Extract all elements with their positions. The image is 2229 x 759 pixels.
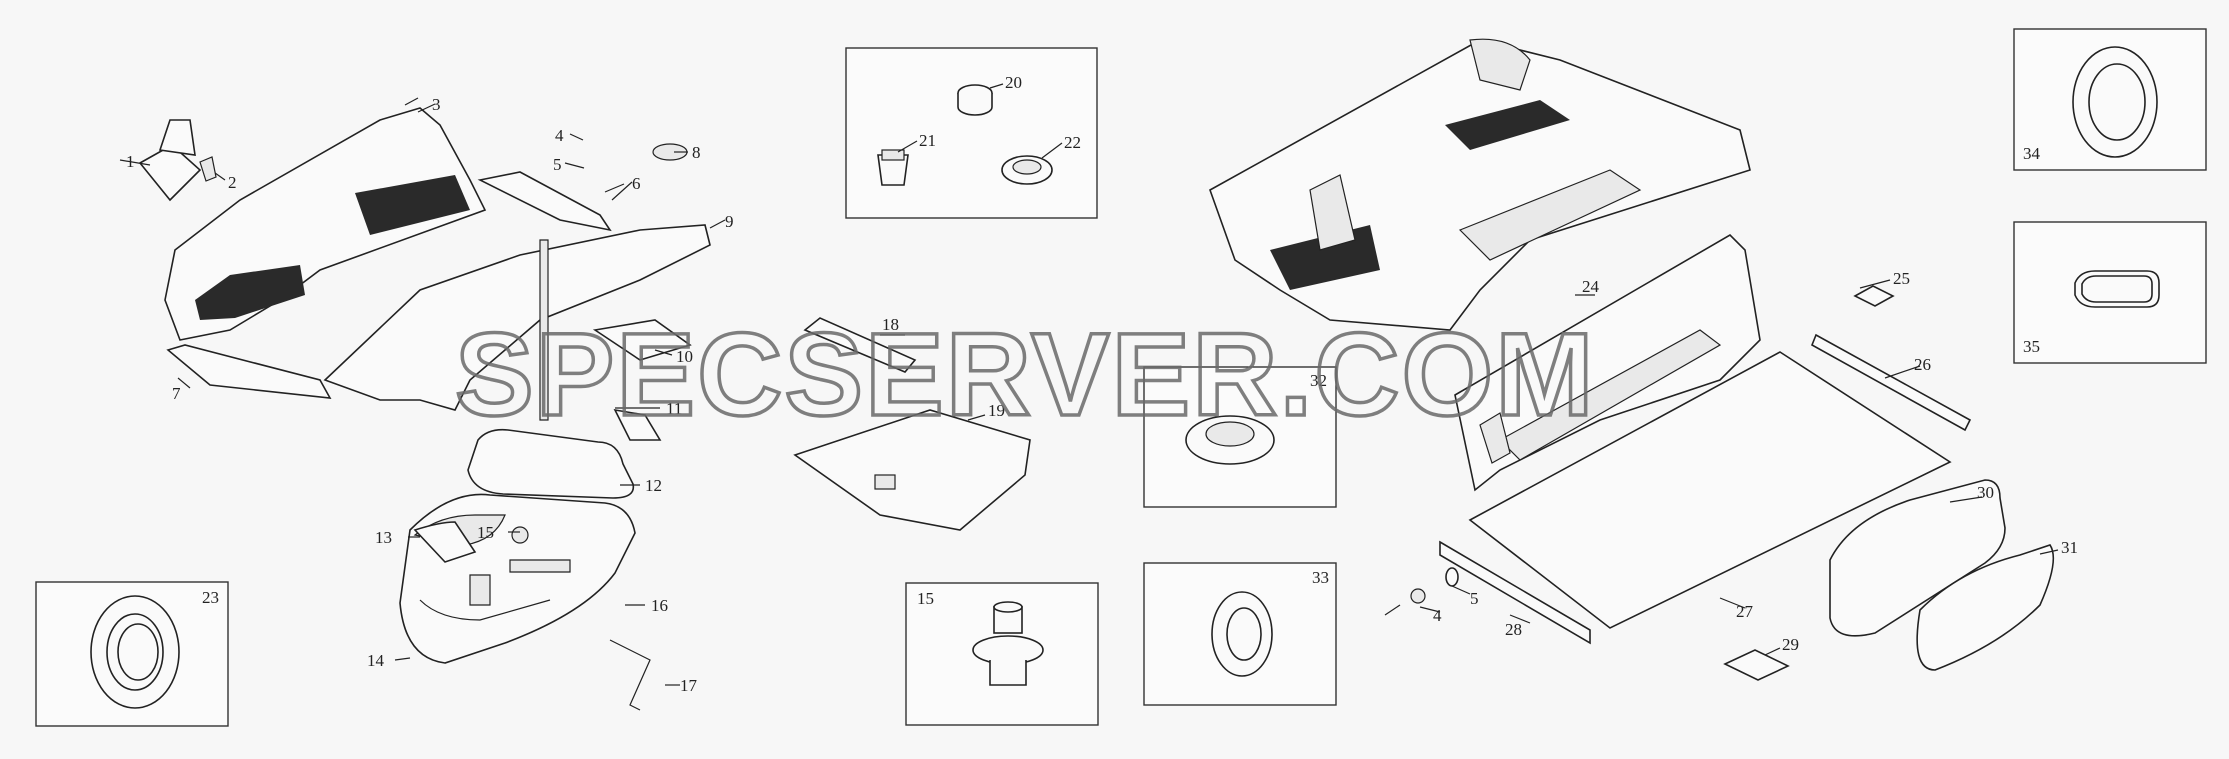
callout-22: 22 (1064, 133, 1081, 152)
callout-31: 31 (2061, 538, 2078, 557)
callout-6: 6 (632, 174, 641, 193)
callout-3: 3 (432, 95, 441, 114)
body-side-panel-24 (1454, 233, 1761, 492)
callout-34: 34 (2023, 144, 2041, 163)
pad-29 (1723, 649, 1790, 681)
callout-35: 35 (2023, 337, 2040, 356)
callout-16: 16 (651, 596, 668, 615)
callout-7: 7 (172, 384, 181, 403)
callout-15-detail: 15 (917, 589, 934, 608)
callout-12: 12 (645, 476, 662, 495)
callout-30: 30 (1977, 483, 1994, 502)
callout-24: 24 (1582, 277, 1600, 296)
callout-14: 14 (367, 651, 385, 670)
callout-15: 15 (477, 523, 494, 542)
callout-8: 8 (692, 143, 701, 162)
pad-25 (1853, 285, 1895, 307)
callout-21: 21 (919, 131, 936, 150)
rear-floor-center (323, 143, 711, 421)
callout-23: 23 (202, 588, 219, 607)
cover-plate-18 (803, 317, 917, 373)
callout-10: 10 (676, 347, 693, 366)
seal-frame-30 (1829, 479, 2006, 637)
floor-mat-right (355, 175, 470, 235)
underbody-shield-14-16 (399, 493, 636, 664)
callout-26: 26 (1914, 355, 1931, 374)
callout-4: 4 (555, 126, 564, 145)
callout-1: 1 (126, 152, 135, 171)
callout-13: 13 (375, 528, 392, 547)
floor-assembly-right (1209, 38, 1751, 331)
callout-9: 9 (725, 212, 734, 231)
callout-25: 25 (1893, 269, 1910, 288)
floor-pad-19 (793, 409, 1031, 531)
leader-lines (394, 97, 2059, 686)
callout-19: 19 (988, 401, 1005, 420)
callout-2: 2 (228, 173, 237, 192)
detail-box-23: 23 (35, 581, 229, 727)
callout-29: 29 (1782, 635, 1799, 654)
floor-mat-left (195, 265, 305, 320)
callout-5: 5 (553, 155, 562, 174)
callout-33: 33 (1312, 568, 1329, 587)
detail-box-33: 33 (1143, 562, 1337, 706)
callout-5-right: 5 (1470, 589, 1479, 608)
callout-11: 11 (666, 399, 682, 418)
callout-28: 28 (1505, 620, 1522, 639)
rail-26 (1810, 333, 1972, 432)
callout-27: 27 (1736, 602, 1754, 621)
cover-31 (1916, 544, 2055, 671)
front-floor-assembly (119, 103, 633, 399)
callout-17: 17 (680, 676, 698, 695)
detail-box-34: 34 (2013, 28, 2207, 171)
watermark: SPECSERVER.COM (455, 309, 1596, 441)
callouts: 1 2 3 4 5 6 7 8 9 10 11 12 13 15 16 14 1… (126, 95, 2078, 695)
detail-box-32: 32 (1143, 366, 1337, 508)
callout-4-right: 4 (1433, 606, 1442, 625)
seal-loop-12 (467, 428, 635, 499)
callout-32: 32 (1310, 371, 1327, 390)
detail-box-35: 35 (2013, 221, 2207, 364)
callout-18: 18 (882, 315, 899, 334)
callout-20: 20 (1005, 73, 1022, 92)
detail-box-fasteners: 20 21 22 (845, 47, 1098, 219)
detail-box-15: 15 (905, 582, 1099, 726)
rail-28 (1439, 540, 1591, 645)
floor-panel-27 (1468, 351, 1952, 629)
